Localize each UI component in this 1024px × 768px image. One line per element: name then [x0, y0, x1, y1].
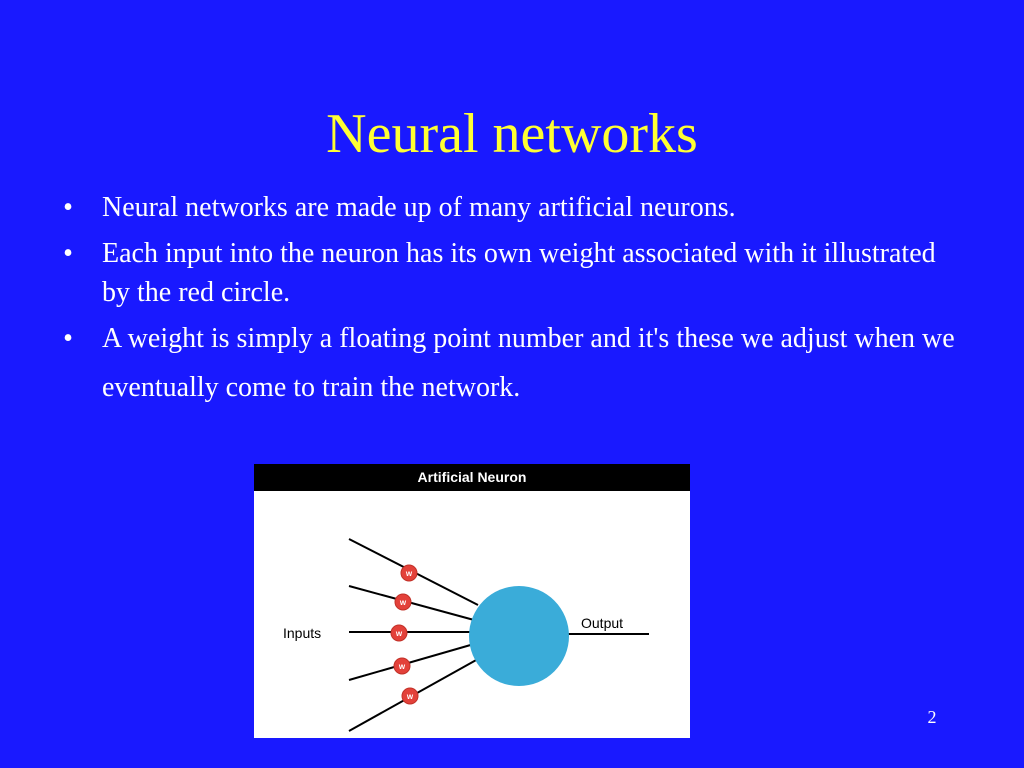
- bullet-text: Each input into the neuron has its own w…: [102, 238, 936, 308]
- bullet-item: • Neural networks are made up of many ar…: [58, 188, 958, 227]
- weight-node: w: [393, 657, 411, 675]
- bullet-marker: •: [63, 238, 73, 269]
- slide-title: Neural networks: [326, 103, 698, 165]
- weight-circle: [400, 564, 418, 582]
- weight-label: w: [395, 629, 403, 638]
- bullet-list: • Neural networks are made up of many ar…: [58, 188, 958, 412]
- input-line: [348, 643, 475, 681]
- bullet-item: • A weight is simply a floating point nu…: [58, 314, 958, 412]
- page-number: 2: [927, 707, 937, 727]
- weight-label: w: [399, 598, 407, 607]
- weight-node: w: [394, 593, 412, 611]
- weight-label: w: [406, 692, 414, 701]
- weight-node: w: [400, 564, 418, 582]
- weight-circle: [390, 624, 408, 642]
- neuron-diagram: w w w w w Inputs Output: [283, 538, 649, 732]
- bullet-marker: •: [63, 323, 73, 354]
- inputs-label: Inputs: [283, 625, 321, 641]
- bullet-marker: •: [63, 192, 73, 223]
- weight-label: w: [405, 569, 413, 578]
- artificial-neuron-figure: Artificial Neuron w w w w w: [254, 464, 690, 738]
- bullet-text: Neural networks are made up of many arti…: [102, 192, 736, 223]
- output-label: Output: [581, 615, 623, 631]
- weight-circle: [393, 657, 411, 675]
- figure-title: Artificial Neuron: [254, 464, 690, 491]
- weight-circle: [394, 593, 412, 611]
- input-line: [348, 585, 475, 621]
- weight-circle: [401, 687, 419, 705]
- weight-node: w: [401, 687, 419, 705]
- bullet-text: A weight is simply a floating point numb…: [102, 323, 955, 403]
- neuron-body: [469, 586, 569, 686]
- weight-node: w: [390, 624, 408, 642]
- weight-label: w: [398, 662, 406, 671]
- bullet-item: • Each input into the neuron has its own…: [58, 234, 958, 312]
